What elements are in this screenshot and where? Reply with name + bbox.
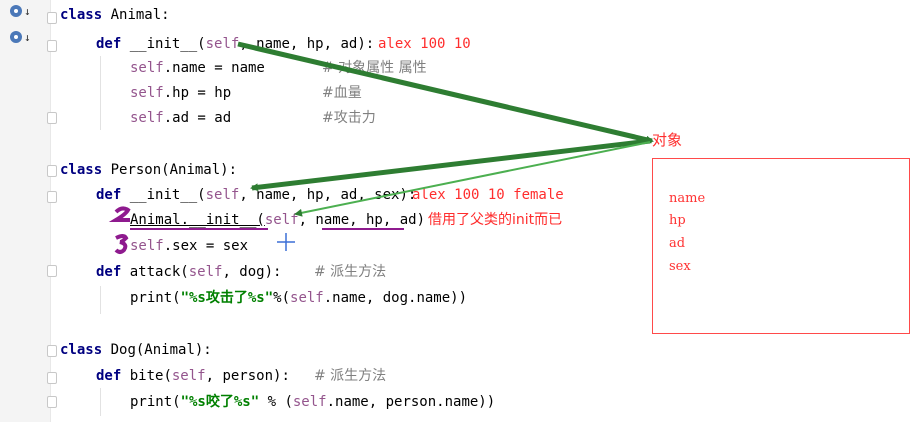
code-line-class-dog[interactable]: class Dog(Animal): — [60, 339, 212, 361]
marker-two — [108, 206, 131, 222]
code-text: attack( — [121, 264, 189, 280]
arrow-down-icon: ↓ — [24, 31, 31, 44]
code-text: .hp = hp — [163, 85, 232, 101]
arrow-object-to-call-self — [294, 141, 651, 217]
indent-guide — [100, 56, 101, 130]
code-line-animal-init-call[interactable]: Animal.__init__(self, name, hp, ad) — [130, 209, 425, 231]
code-text: __init__( — [121, 187, 206, 203]
self-param: self — [130, 238, 164, 254]
code-text: , person): — [205, 368, 290, 384]
code-text: Person(Animal): — [102, 162, 238, 178]
annotation-borrowed-init: 借用了父类的init而已 — [428, 212, 563, 228]
code-line-class-person[interactable]: class Person(Animal): — [60, 159, 237, 181]
keyword: def — [96, 368, 122, 384]
code-text: .sex = sex — [163, 238, 249, 254]
indent-guide — [100, 286, 101, 314]
fold-marker-icon[interactable] — [47, 112, 57, 124]
override-marker-icon[interactable] — [10, 31, 22, 43]
keyword: def — [96, 264, 122, 280]
code-text: % ( — [259, 394, 293, 410]
code-line-self-name[interactable]: self.name = name — [130, 57, 265, 79]
fold-marker-icon[interactable] — [47, 345, 57, 357]
self-param: self — [292, 394, 327, 410]
code-text: , dog): — [222, 264, 282, 280]
self-param: self — [205, 187, 240, 203]
editor-gutter — [0, 0, 51, 422]
code-text: %( — [273, 290, 291, 306]
self-param: self — [205, 36, 240, 52]
string-literal: "%s咬了%s" — [180, 394, 260, 410]
code-text: print( — [130, 394, 181, 410]
self-param: self — [188, 264, 223, 280]
fold-marker-icon[interactable] — [47, 396, 57, 408]
self-param: self — [264, 212, 299, 228]
fold-marker-icon[interactable] — [47, 40, 57, 52]
keyword: class — [60, 162, 103, 178]
code-text: , name, hp, ad) — [298, 212, 426, 228]
object-label: 对象 — [652, 131, 683, 149]
override-marker-icon[interactable] — [10, 5, 22, 17]
fold-marker-icon[interactable] — [47, 372, 57, 384]
fold-marker-icon[interactable] — [47, 165, 57, 177]
annotation-alex-female: alex 100 10 female — [412, 187, 564, 203]
code-text: .name, person.name)) — [326, 394, 496, 410]
code-text: Animal: — [102, 7, 170, 23]
keyword: class — [60, 7, 103, 23]
code-text: Animal.__init__( — [130, 212, 265, 228]
marker-three — [114, 234, 129, 254]
code-line-def-init-person[interactable]: def __init__(self, name, hp, ad, sex): — [96, 184, 416, 206]
code-line-self-hp[interactable]: self.hp = hp — [130, 82, 231, 104]
self-param: self — [171, 368, 206, 384]
object-attr-sex: sex — [669, 259, 691, 274]
self-param: self — [290, 290, 324, 306]
indent-guide — [100, 388, 101, 416]
self-param: self — [130, 60, 164, 76]
code-comment: #攻击力 — [322, 110, 376, 126]
keyword: def — [96, 187, 122, 203]
code-line-class-animal[interactable]: class Animal: — [60, 4, 170, 26]
code-text: __init__( — [121, 36, 206, 52]
object-attr-hp: hp — [669, 213, 686, 228]
code-text: print( — [130, 290, 181, 306]
arrow-down-icon: ↓ — [24, 5, 31, 18]
crosshair-cursor-icon — [277, 233, 295, 251]
code-comment: # 派生方法 — [314, 368, 387, 384]
arrow-self-to-object — [237, 41, 654, 144]
code-comment: #血量 — [322, 85, 362, 101]
code-line-self-ad[interactable]: self.ad = ad — [130, 107, 231, 129]
object-attributes-box: name hp ad sex — [652, 158, 910, 334]
code-text: , name, hp, ad, sex): — [239, 187, 417, 203]
object-attr-ad: ad — [669, 236, 686, 251]
self-param: self — [130, 110, 164, 126]
code-line-print-attack[interactable]: print("%s攻击了%s"%(self.name, dog.name)) — [130, 287, 467, 309]
code-line-def-bite[interactable]: def bite(self, person): — [96, 365, 290, 387]
annotation-alex-values: alex 100 10 — [378, 36, 471, 52]
code-line-print-bite[interactable]: print("%s咬了%s" % (self.name, person.name… — [130, 391, 495, 413]
fold-marker-icon[interactable] — [47, 265, 57, 277]
fold-marker-icon[interactable] — [47, 191, 57, 203]
code-text: .name, dog.name)) — [323, 290, 468, 306]
fold-marker-icon[interactable] — [47, 12, 57, 24]
code-text: Dog(Animal): — [102, 342, 212, 358]
code-text: .name = name — [163, 60, 265, 76]
string-literal: "%s攻击了%s" — [180, 290, 274, 306]
arrow-object-to-person-self — [250, 138, 651, 192]
code-text: .ad = ad — [163, 110, 232, 126]
keyword: class — [60, 342, 103, 358]
code-line-def-attack[interactable]: def attack(self, dog): — [96, 261, 281, 283]
code-line-self-sex[interactable]: self.sex = sex — [130, 235, 248, 257]
self-param: self — [130, 85, 164, 101]
code-text: bite( — [121, 368, 172, 384]
keyword: def — [96, 36, 122, 52]
code-comment: # 派生方法 — [314, 264, 387, 280]
object-attr-name: name — [669, 191, 706, 206]
